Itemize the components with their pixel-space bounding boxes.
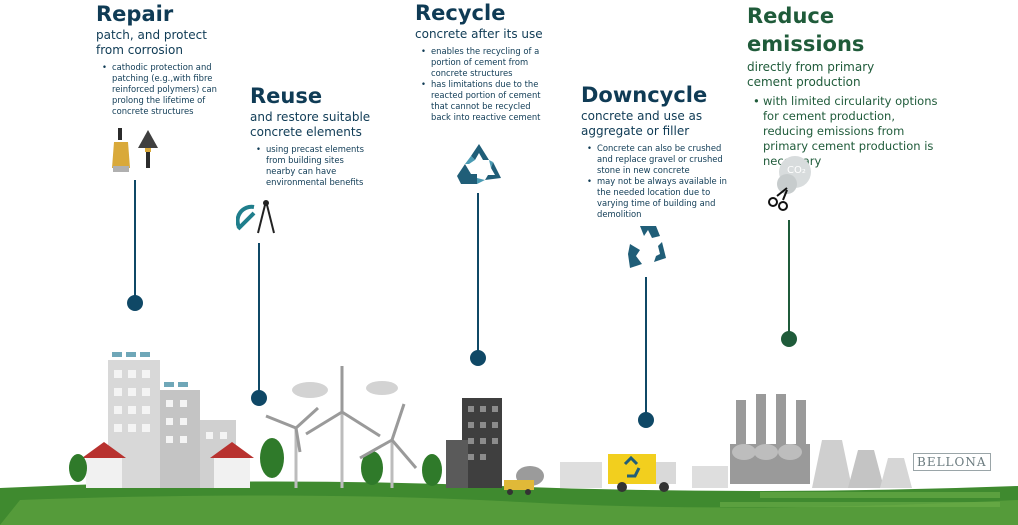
reduce-bullet: with limited circularity options for cem… — [753, 94, 948, 169]
drafting-tools-icon — [236, 200, 275, 234]
recycle-bullet: enables the recycling of a portion of ce… — [421, 46, 547, 79]
reuse-title: Reuse — [250, 84, 323, 108]
reduce-block: Reduce emissions directly from primary c… — [747, 2, 957, 169]
recycle-title: Recycle — [415, 1, 506, 25]
repair-marker — [127, 295, 143, 311]
reduce-title: Reduce emissions — [747, 4, 865, 56]
downcycle-bullet: may not be always available in the neede… — [587, 176, 732, 220]
reduce-subtitle: directly from primary cement production — [747, 60, 875, 89]
reduce-bullets: with limited circularity options for cem… — [747, 94, 957, 169]
recycle-icon — [457, 144, 501, 184]
reuse-block: Reuse and restore suitable concrete elem… — [250, 84, 375, 188]
downcycle-block: Downcycle concrete and use as aggregate … — [581, 83, 736, 220]
repair-bullet: cathodic protection and patching (e.g.,w… — [102, 62, 230, 117]
downcycle-bullets: Concrete can also be crushed and replace… — [581, 143, 736, 220]
reduce-connector — [788, 220, 790, 332]
recycle-block: Recycle concrete after its use enables t… — [415, 1, 555, 123]
watermark-logo: BELLONA — [913, 453, 991, 471]
cityscape-illustration — [0, 352, 1018, 525]
downcycle-title: Downcycle — [581, 83, 708, 107]
reduce-marker — [781, 331, 797, 347]
downcycle-connector — [645, 277, 647, 415]
reuse-connector — [258, 243, 260, 391]
recycle-connector — [477, 193, 479, 353]
co2-label: CO₂ — [787, 165, 806, 176]
repair-title: Repair — [96, 2, 174, 26]
repair-connector — [134, 180, 136, 298]
downcycle-subtitle: concrete and use as aggregate or filler — [581, 109, 703, 138]
recycle-bullets: enables the recycling of a portion of ce… — [415, 46, 555, 123]
trowel-icon — [112, 128, 158, 172]
downcycle-bullet: Concrete can also be crushed and replace… — [587, 143, 732, 176]
repair-subtitle: patch, and protect from corrosion — [96, 28, 207, 57]
co2-cut-icon — [768, 156, 811, 211]
recycle-bullet: has limitations due to the reacted porti… — [421, 79, 547, 123]
reuse-subtitle: and restore suitable concrete elements — [250, 110, 371, 139]
repair-block: Repair patch, and protect from corrosion… — [96, 2, 246, 117]
recycle-subtitle: concrete after its use — [415, 27, 543, 41]
downcycle-marker — [638, 412, 654, 428]
reuse-bullet: using precast elements from building sit… — [256, 144, 368, 188]
recycle-marker — [470, 350, 486, 366]
repair-bullets: cathodic protection and patching (e.g.,w… — [96, 62, 246, 117]
recycle-icon — [628, 226, 666, 268]
reuse-bullets: using precast elements from building sit… — [250, 144, 375, 188]
reuse-marker — [251, 390, 267, 406]
